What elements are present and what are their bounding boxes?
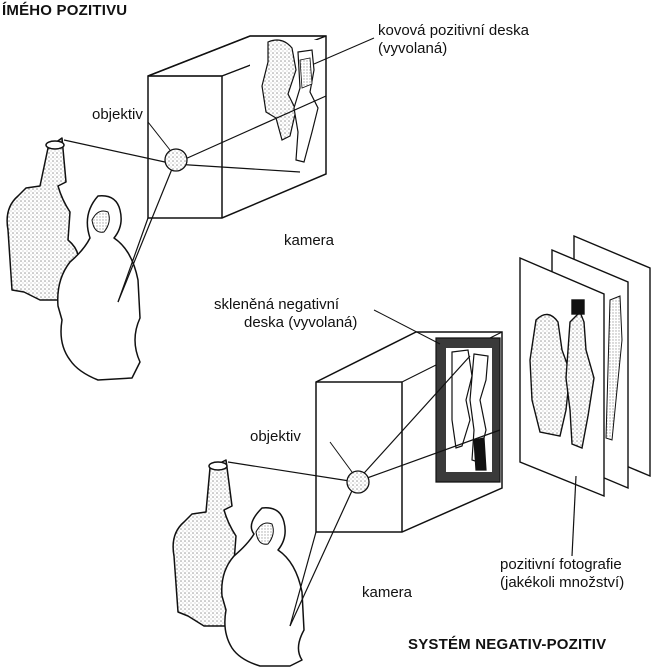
label-positive-plate-line2: (vyvolaná) xyxy=(378,40,447,57)
top-people-figures xyxy=(7,138,140,380)
top-lens-icon xyxy=(165,149,187,171)
negative-plate xyxy=(436,338,500,482)
label-prints-line2: (jakékoli množství) xyxy=(500,574,624,591)
label-negative-plate-line2: deska (vyvolaná) xyxy=(244,314,357,331)
top-positive-plate xyxy=(250,40,322,168)
photo-prints-stack xyxy=(520,236,650,496)
bottom-section-title: SYSTÉM NEGATIV-POZITIV xyxy=(408,636,606,653)
bottom-lens-icon xyxy=(347,471,369,493)
prints-leader-line xyxy=(572,476,576,556)
label-top-lens: objektiv xyxy=(92,106,143,123)
label-negative-plate-line1: skleněná negativní xyxy=(214,296,339,313)
bottom-leader-lines xyxy=(330,310,440,472)
label-bottom-lens: objektiv xyxy=(250,428,301,445)
label-bottom-camera: kamera xyxy=(362,584,412,601)
top-section-title: ÍMÉHO POZITIVU xyxy=(2,2,127,19)
label-top-camera: kamera xyxy=(284,232,334,249)
bottom-people-figures xyxy=(173,460,304,666)
label-positive-plate-line1: kovová pozitivní deska xyxy=(378,22,529,39)
label-prints-line1: pozitivní fotografie xyxy=(500,556,622,573)
